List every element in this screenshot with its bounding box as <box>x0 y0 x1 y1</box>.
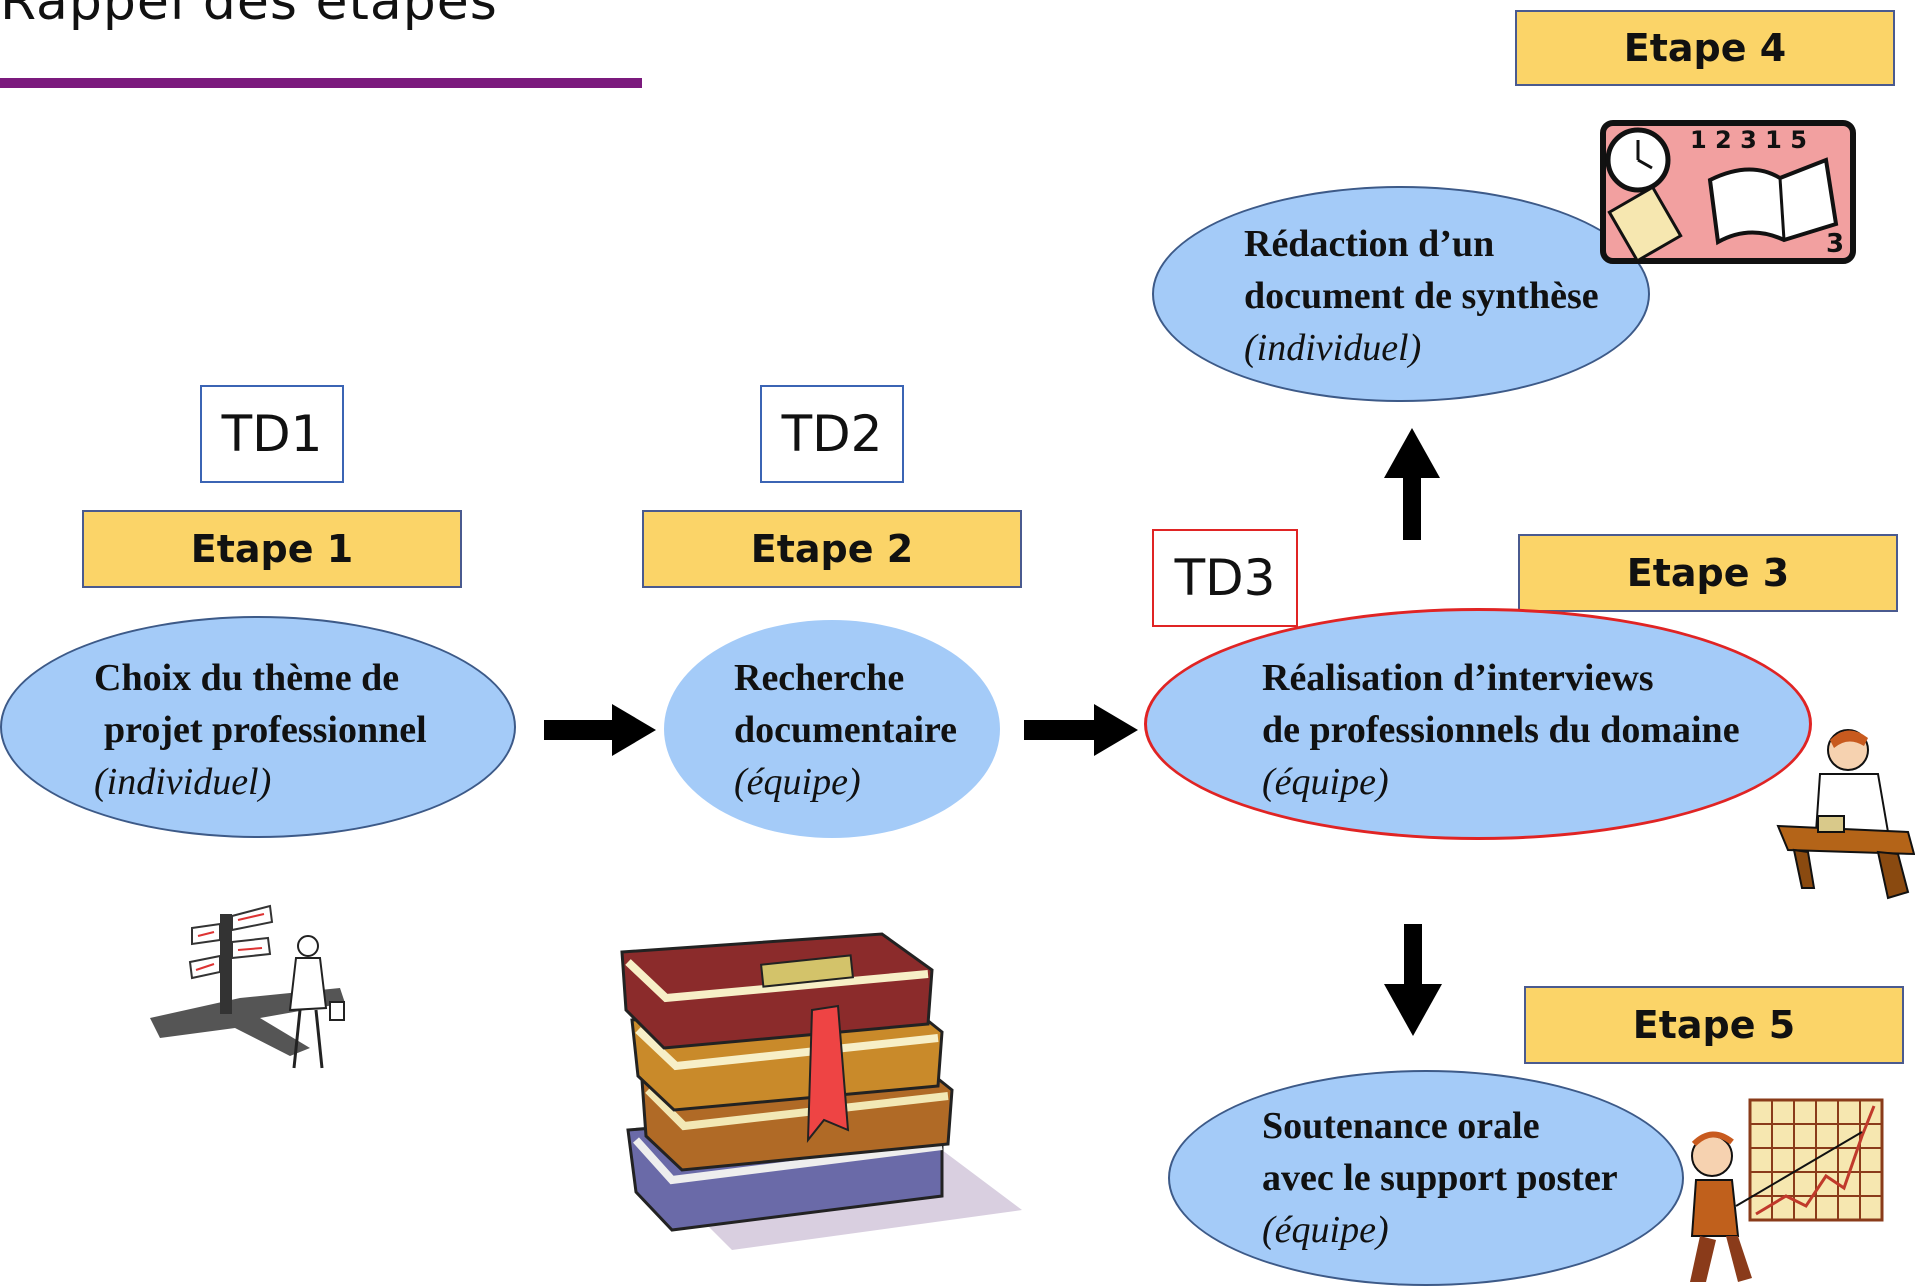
step-2-mode: (équipe) <box>734 761 861 803</box>
step-4-text: Rédaction d’un document de synthèse (ind… <box>1244 218 1599 374</box>
step-3-mode: (équipe) <box>1262 761 1389 803</box>
step-2-ellipse <box>664 620 1000 838</box>
step-3-text: Réalisation d’interviews de professionne… <box>1262 652 1740 808</box>
svg-text:1 2 3 1 5: 1 2 3 1 5 <box>1690 126 1807 154</box>
svg-text:3: 3 <box>1826 229 1844 259</box>
step-4-mode: (individuel) <box>1244 327 1422 369</box>
step-5-ellipse <box>1168 1070 1684 1286</box>
arrow-step1-to-step2 <box>544 704 656 756</box>
planner-calendar-icon: 1 2 3 1 5 3 <box>1600 120 1856 264</box>
crossroads-signpost-icon <box>150 904 345 1069</box>
etape-4-label: Etape 4 <box>1515 10 1895 86</box>
step-5-line1: Soutenance orale <box>1262 1105 1540 1147</box>
etape-2-label: Etape 2 <box>642 510 1022 588</box>
step-5-mode: (équipe) <box>1262 1209 1389 1251</box>
td1-box: TD1 <box>200 385 344 483</box>
td2-box: TD2 <box>760 385 904 483</box>
etape-3-label: Etape 3 <box>1518 534 1898 612</box>
td3-box: TD3 <box>1152 529 1298 627</box>
arrow-step3-to-step5 <box>1384 924 1442 1036</box>
step-2-line1: Recherche <box>734 657 905 699</box>
step-4-line1: Rédaction d’un <box>1244 223 1495 265</box>
book-stack-icon <box>620 932 1022 1250</box>
step-3-line2: de professionnels du domaine <box>1262 709 1740 751</box>
person-on-phone-icon <box>1776 729 1915 900</box>
step-5-text: Soutenance orale avec le support poster … <box>1262 1100 1618 1256</box>
step-3-ellipse <box>1144 608 1812 840</box>
step-1-ellipse <box>0 616 516 838</box>
arrow-step2-to-step3 <box>1024 704 1138 756</box>
arrow-step3-to-step4 <box>1384 428 1440 540</box>
step-3-line1: Réalisation d’interviews <box>1262 657 1654 699</box>
step-2-line2: documentaire <box>734 709 958 751</box>
step-1-mode: (individuel) <box>94 761 272 803</box>
step-1-line1: Choix du thème de <box>94 657 400 699</box>
step-1-text: Choix du thème de projet professionnel (… <box>94 652 427 808</box>
page-title: Rappel des étapes <box>0 0 498 32</box>
step-4-line2: document de synthèse <box>1244 275 1599 317</box>
step-5-line2: avec le support poster <box>1262 1157 1618 1199</box>
step-4-ellipse <box>1152 186 1650 402</box>
etape-1-label: Etape 1 <box>82 510 462 588</box>
step-2-text: Recherche documentaire (équipe) <box>734 652 957 808</box>
title-underline <box>0 78 642 88</box>
presenter-chart-icon <box>1690 1098 1884 1282</box>
step-1-line2: projet professionnel <box>104 709 427 751</box>
etape-5-label: Etape 5 <box>1524 986 1904 1064</box>
